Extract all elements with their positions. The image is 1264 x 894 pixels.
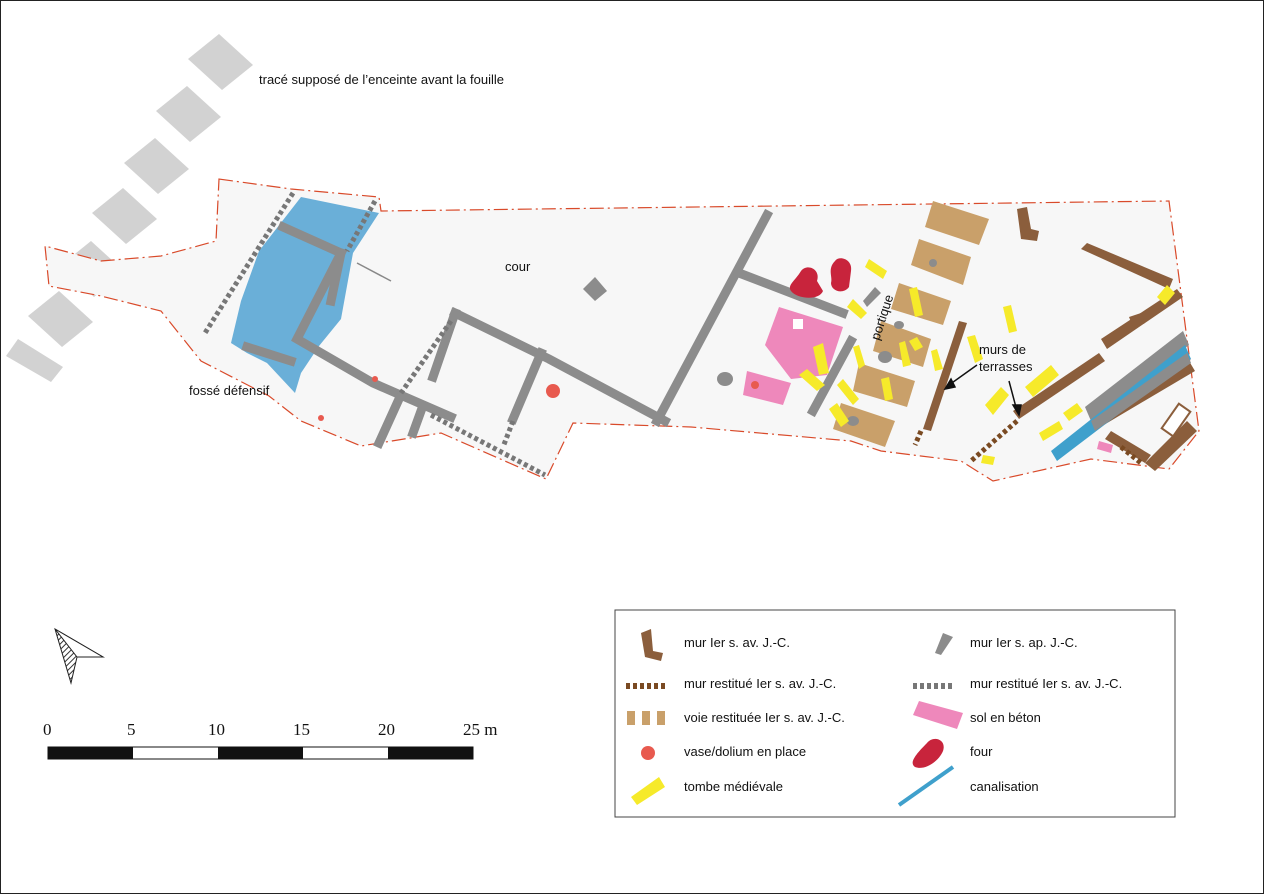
column-base-2	[878, 351, 892, 363]
legend-label-wall-1st-ad: mur Ier s. ap. J.-C.	[970, 635, 1078, 650]
column-base-3	[894, 321, 904, 329]
scale-tick-20: 20	[378, 720, 395, 739]
legend-label-restored-wall-brown: mur restitué Ier s. av. J.-C.	[684, 676, 836, 691]
column-base-5	[929, 259, 937, 267]
legend-label-restored-road: voie restituée Ier s. av. J.-C.	[684, 710, 845, 725]
legend-symbol-vase-dolium	[641, 746, 655, 760]
legend: mur Ier s. av. J.-C. mur Ier s. ap. J.-C…	[614, 609, 1176, 818]
floor-gap	[793, 319, 803, 329]
legend-symbol-oven	[912, 738, 944, 768]
legend-label-concrete-floor: sol en béton	[970, 710, 1041, 725]
legend-symbol-pipe	[897, 765, 955, 807]
small-structure	[1160, 402, 1192, 438]
column-base-1	[717, 372, 733, 386]
legend-label-pipe: canalisation	[970, 779, 1039, 794]
legend-label-oven: four	[970, 744, 993, 759]
legend-label-medieval-tomb: tombe médiévale	[684, 779, 783, 794]
scale-tick-0: 0	[43, 720, 52, 739]
marker-line	[356, 262, 392, 282]
restored-grey-walls	[202, 191, 547, 478]
vases	[318, 376, 759, 421]
terrace-walls-label-1: murs de	[979, 342, 1026, 357]
scale-tick-10: 10	[208, 720, 225, 739]
medieval-tombs	[799, 259, 1175, 465]
enclosure-trace-label: tracé supposé de l’enceinte avant la fou…	[259, 72, 504, 87]
court-label: cour	[505, 259, 531, 274]
column-base-4	[847, 416, 859, 426]
scale-bar	[47, 746, 474, 760]
legend-label-vase-dolium: vase/dolium en place	[684, 744, 806, 759]
legend-symbol-medieval-tomb	[631, 777, 665, 805]
terrace-walls-label-2: terrasses	[979, 359, 1033, 374]
grey-fragment	[863, 287, 881, 307]
legend-symbol-concrete-floor	[913, 701, 963, 729]
legend-symbol-restored-road	[627, 711, 665, 725]
grey-walls	[241, 208, 858, 449]
small-floor	[1097, 441, 1113, 453]
scale-tick-25: 25 m	[463, 720, 497, 739]
ovens	[789, 258, 852, 298]
defensive-ditch	[231, 197, 379, 393]
scale-tick-5: 5	[127, 720, 136, 739]
scale-tick-15: 15	[293, 720, 310, 739]
north-arrow-icon	[54, 627, 105, 685]
legend-symbol-wall-1st-bc	[641, 629, 663, 661]
grey-block	[583, 277, 607, 301]
legend-label-wall-1st-bc: mur Ier s. av. J.-C.	[684, 635, 790, 650]
legend-label-restored-wall-grey: mur restitué Ier s. av. J.-C.	[970, 676, 1122, 691]
ditch-label: fossé défensif	[189, 383, 270, 398]
legend-symbol-wall-1st-ad	[935, 633, 953, 655]
pipes	[1051, 331, 1191, 461]
restored-brown-walls	[912, 419, 1143, 465]
terrace-arrows	[943, 364, 1022, 418]
